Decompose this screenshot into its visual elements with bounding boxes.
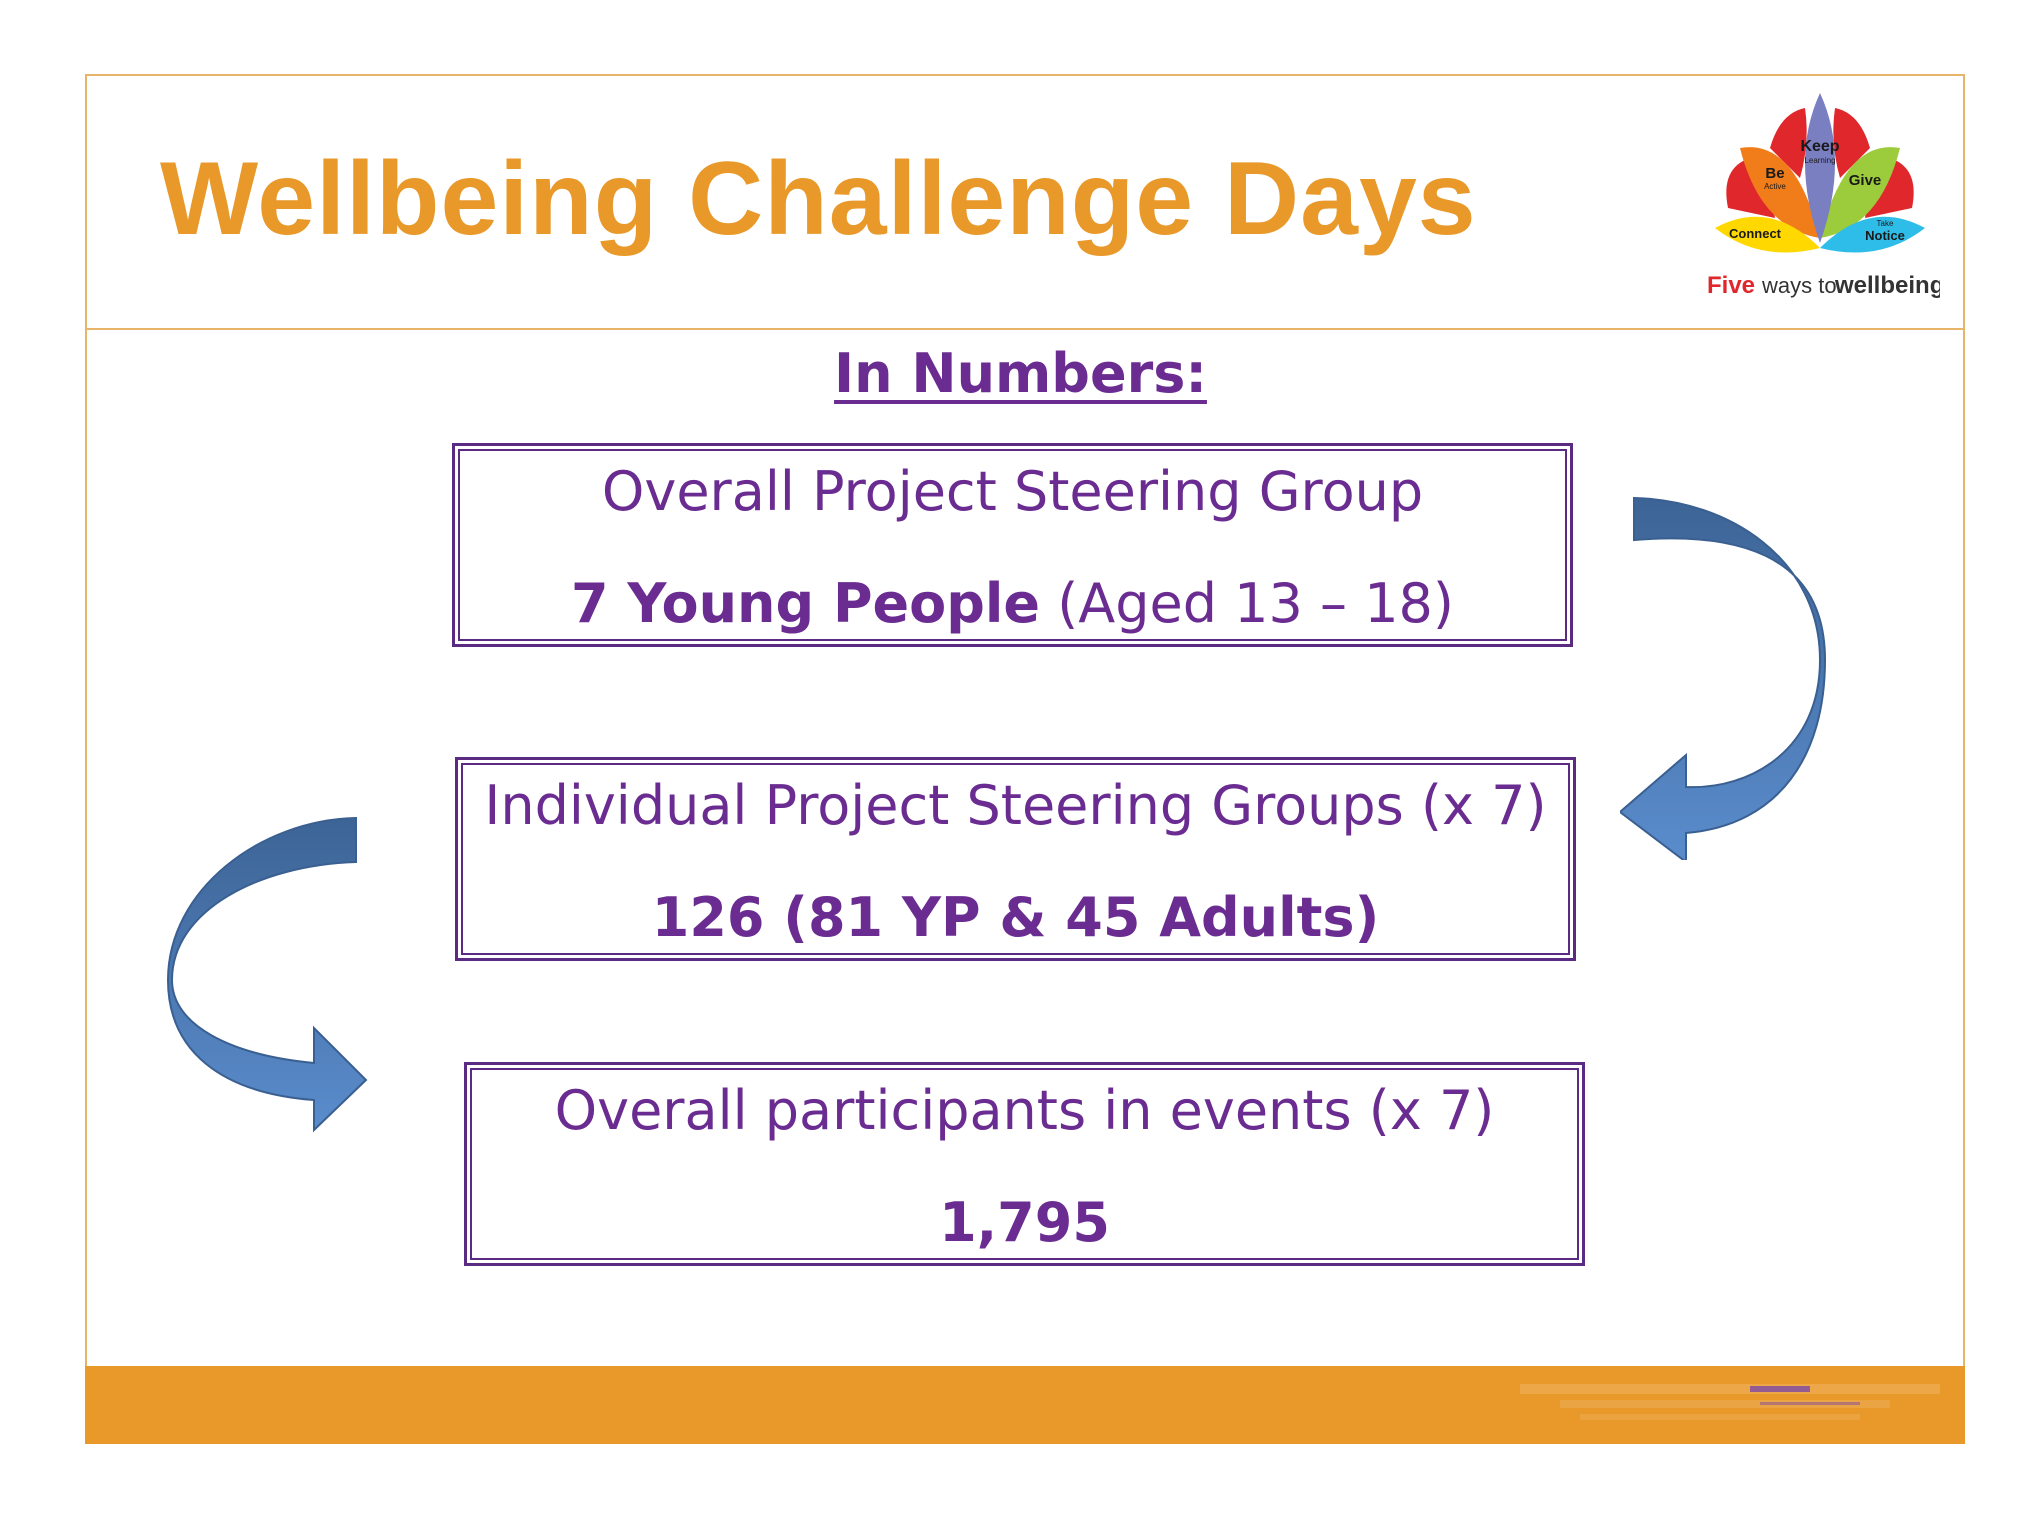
logo-petal-be: Be — [1765, 165, 1784, 182]
logo-petal-notice: Notice — [1865, 228, 1905, 243]
slide-title: Wellbeing Challenge Days — [160, 141, 1477, 257]
logo-petal-keep: Keep — [1800, 138, 1839, 155]
logo-tagline-five: Five — [1707, 272, 1755, 299]
box-figure: 126 (81 YP & 45 Adults) — [458, 886, 1573, 949]
logo-petal-red-right — [1865, 158, 1914, 218]
logo-tagline-ways: ways to — [1761, 273, 1837, 298]
individual-steering-groups-box: Individual Project Steering Groups (x 7)… — [455, 757, 1576, 961]
section-heading: In Numbers: — [834, 342, 1207, 405]
footer-watermark-logo — [1520, 1384, 1940, 1420]
logo-petal-yellow — [1715, 216, 1820, 253]
logo-petal-connect: Connect — [1729, 226, 1782, 241]
logo-petal-red-left — [1726, 158, 1775, 218]
logo-petal-give: Give — [1849, 172, 1882, 189]
box-figure: 1,795 — [467, 1191, 1582, 1254]
box-figure-bold: 126 (81 YP & 45 Adults) — [651, 886, 1380, 949]
logo-petal-learning: Learning — [1804, 156, 1835, 165]
box-figure-detail: (Aged 13 – 18) — [1040, 572, 1454, 635]
logo-petal-take: Take — [1877, 219, 1894, 228]
footer-bar — [85, 1366, 1965, 1444]
curved-arrow-right-icon — [1620, 496, 1827, 860]
logo-petal-purple — [1805, 93, 1835, 243]
logo-petal-active: Active — [1764, 182, 1786, 191]
logo-petal-green — [1820, 147, 1900, 238]
logo-petal-red-upper-left — [1770, 108, 1807, 178]
five-ways-to-wellbeing-logo: Keep Learning Be Active Give Connect Tak… — [1707, 93, 1940, 299]
box-heading: Overall participants in events (x 7) — [554, 1079, 1495, 1142]
curved-arrow-left-icon — [166, 816, 368, 1133]
header-divider — [85, 328, 1965, 330]
steering-group-box: Overall Project Steering Group 7 Young P… — [452, 443, 1573, 647]
box-heading: Overall Project Steering Group — [601, 460, 1424, 523]
box-figure-bold: 1,795 — [939, 1191, 1110, 1254]
box-figure: 7 Young People (Aged 13 – 18) — [455, 572, 1570, 635]
logo-petal-orange — [1740, 147, 1820, 238]
box-figure-bold: 7 Young People — [571, 572, 1041, 635]
overall-participants-box: Overall participants in events (x 7) 1,7… — [464, 1062, 1585, 1266]
logo-tagline-wellbeing: wellbeing — [1834, 272, 1940, 299]
logo-petal-cyan — [1820, 216, 1925, 253]
logo-petal-red-upper-right — [1833, 108, 1870, 178]
box-heading: Individual Project Steering Groups (x 7) — [484, 774, 1547, 837]
